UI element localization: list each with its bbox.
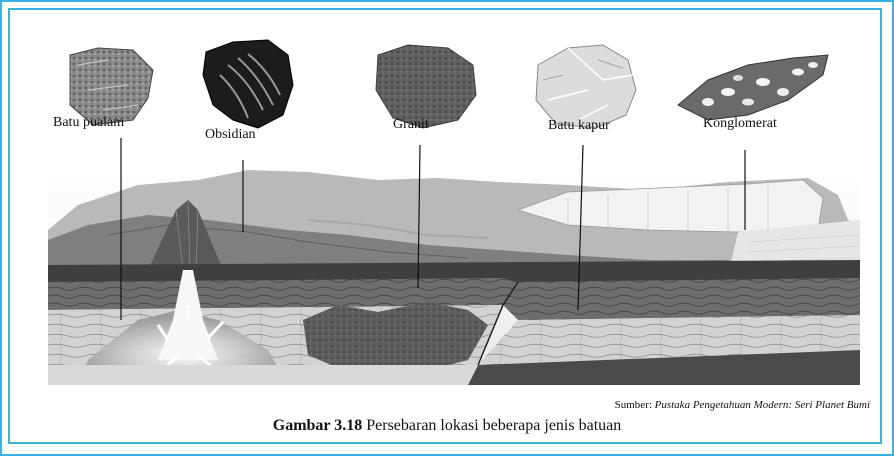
figure-source: Sumber: Pustaka Pengetahuan Modern: Seri… (615, 399, 870, 411)
label-batu-kapur: Batu kapur (548, 118, 610, 134)
label-batu-pualam: Batu pualam (53, 115, 124, 131)
caption-text: Persebaran lokasi beberapa jenis batuan (366, 417, 621, 434)
figure-caption: Gambar 3.18 Persebaran lokasi beberapa j… (0, 417, 894, 435)
label-granit: Granit (393, 117, 429, 133)
source-title: Pustaka Pengetahuan Modern: Seri Planet … (655, 399, 870, 411)
conglomerate-rock-icon (678, 55, 828, 120)
label-obsidian: Obsidian (205, 127, 256, 143)
granite-rock-icon (376, 45, 476, 128)
limestone-rock-icon (536, 45, 636, 128)
caption-number: Gambar 3.18 (273, 417, 362, 434)
label-konglomerat: Konglomerat (703, 116, 777, 132)
geology-illustration: Batu pualam Obsidian Granit Batu kapur K… (48, 20, 860, 385)
obsidian-rock-icon (203, 40, 293, 128)
marble-rock-icon (70, 48, 153, 125)
source-prefix: Sumber: (615, 399, 652, 411)
